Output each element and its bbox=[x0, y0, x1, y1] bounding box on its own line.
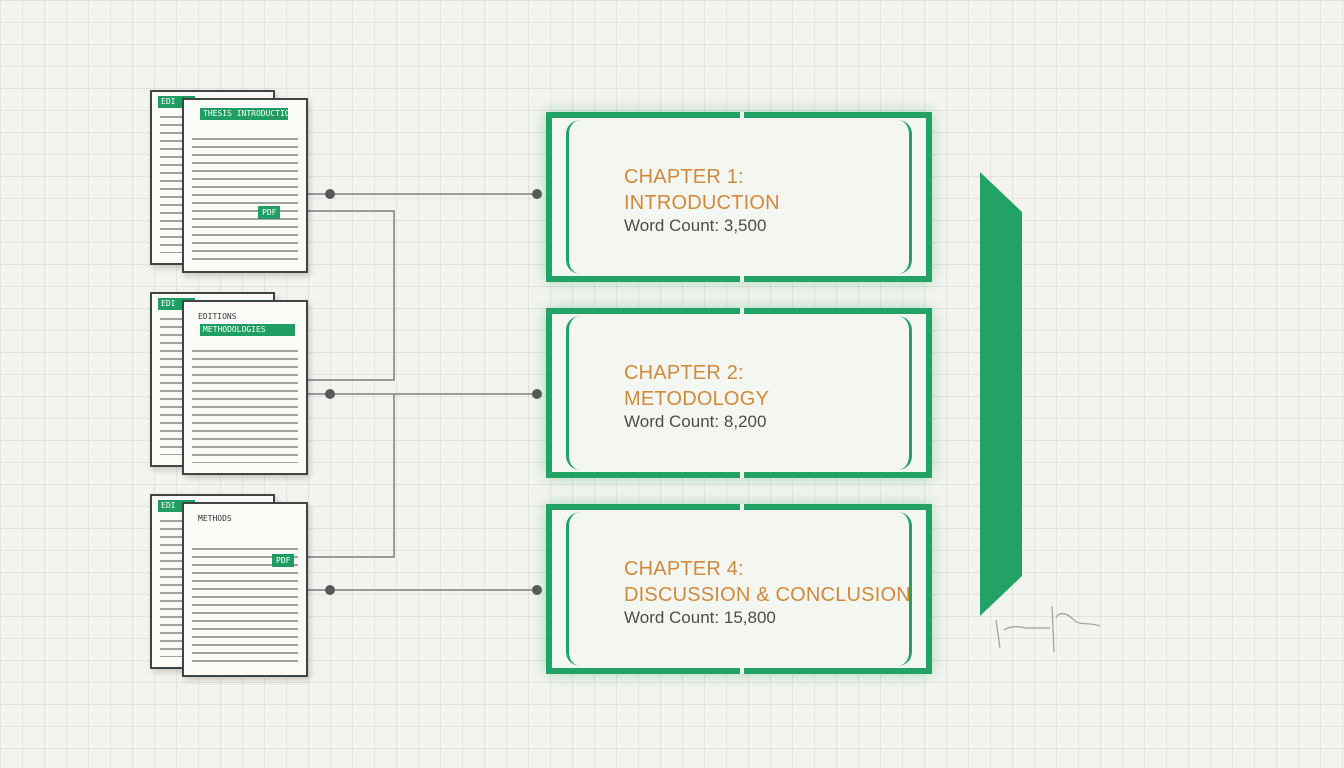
text-lines bbox=[192, 548, 298, 665]
card-inner-frame bbox=[566, 120, 912, 274]
chapter-title: CHAPTER 2: METODOLOGY bbox=[624, 360, 769, 412]
word-count: Word Count: 8,200 bbox=[624, 412, 766, 432]
chapter-card-1[interactable]: CHAPTER 1: INTRODUCTION Word Count: 3,50… bbox=[546, 112, 932, 282]
merge-bracket-bar bbox=[980, 172, 1022, 616]
card-inner-frame bbox=[566, 316, 912, 470]
card-seam bbox=[740, 308, 744, 316]
chapter-name: METODOLOGY bbox=[624, 388, 769, 410]
connector-dot bbox=[325, 389, 335, 399]
chapter-title: CHAPTER 1: INTRODUCTION bbox=[624, 164, 780, 216]
document-stack-1[interactable]: EDI THESIS INTRODUCTION PDF bbox=[150, 90, 320, 280]
card-seam bbox=[740, 504, 744, 512]
page-heading: METHODS bbox=[198, 514, 232, 523]
word-count-label: Word Count: bbox=[624, 608, 720, 627]
document-page-front: THESIS INTRODUCTION PDF bbox=[182, 98, 308, 273]
chapter-name: INTRODUCTION bbox=[624, 192, 780, 214]
page-heading: EDITIONS bbox=[198, 312, 237, 321]
card-seam bbox=[740, 274, 744, 282]
document-stack-3[interactable]: EDI METHODS PDF bbox=[150, 494, 320, 684]
word-count-value: 3,500 bbox=[723, 216, 767, 235]
chapter-card-3[interactable]: CHAPTER 4: DISCUSSION & CONCLUSION Word … bbox=[546, 504, 932, 674]
chapter-number: CHAPTER 2: bbox=[624, 362, 744, 384]
chapter-card-2[interactable]: CHAPTER 2: METODOLOGY Word Count: 8,200 bbox=[546, 308, 932, 478]
connector-branch-2 bbox=[300, 394, 395, 558]
connector-dot bbox=[325, 189, 335, 199]
word-count-value: 15,800 bbox=[723, 608, 776, 627]
connector-dot bbox=[532, 585, 542, 595]
document-page-front: EDITIONS METHODOLOGIES bbox=[182, 300, 308, 475]
connector-dot bbox=[532, 389, 542, 399]
word-count-label: Word Count: bbox=[624, 412, 720, 431]
card-seam bbox=[740, 112, 744, 120]
word-count: Word Count: 15,800 bbox=[624, 608, 776, 628]
connector-branch-1 bbox=[290, 210, 395, 381]
document-stack-2[interactable]: EDI EDITIONS METHODOLOGIES bbox=[150, 292, 320, 482]
page-tab: METHODOLOGIES bbox=[200, 324, 295, 336]
chapter-number: CHAPTER 4: bbox=[624, 558, 744, 580]
pdf-badge: PDF bbox=[258, 206, 281, 219]
signature-scribble bbox=[995, 605, 1101, 653]
document-page-front: METHODS PDF bbox=[182, 502, 308, 677]
connector-dot bbox=[325, 585, 335, 595]
pdf-badge: PDF bbox=[272, 554, 295, 567]
word-count-value: 8,200 bbox=[723, 412, 767, 431]
word-count-label: Word Count: bbox=[624, 216, 720, 235]
chapter-number: CHAPTER 1: bbox=[624, 166, 744, 188]
text-lines bbox=[192, 350, 298, 463]
card-inner-frame bbox=[566, 512, 912, 666]
page-tab: THESIS INTRODUCTION bbox=[200, 108, 288, 120]
chapter-title: CHAPTER 4: DISCUSSION & CONCLUSION bbox=[624, 556, 911, 608]
text-lines bbox=[192, 138, 298, 261]
connector-dot bbox=[532, 189, 542, 199]
chapter-name: DISCUSSION & CONCLUSION bbox=[624, 584, 911, 606]
card-seam bbox=[740, 470, 744, 478]
card-seam bbox=[740, 666, 744, 674]
word-count: Word Count: 3,500 bbox=[624, 216, 766, 236]
